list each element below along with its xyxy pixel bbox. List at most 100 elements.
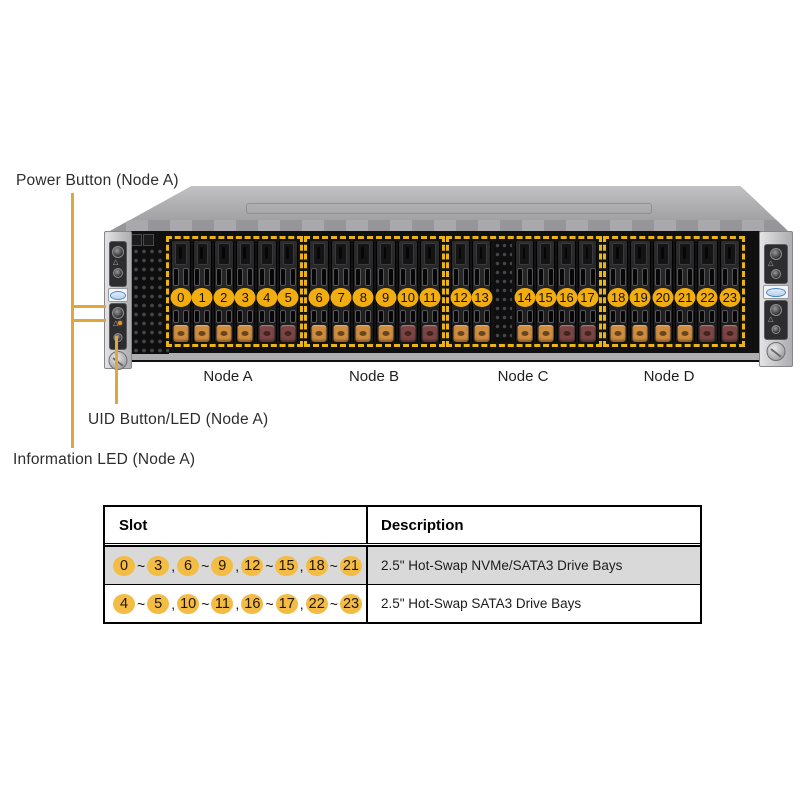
drive-bay-lightpipes [333, 268, 350, 286]
drive-bay-lightpipes [377, 310, 394, 323]
warning-triangle-icon: △ [768, 316, 774, 323]
drive-bay-handle [634, 243, 647, 265]
comma-separator: , [235, 557, 240, 574]
slot-number-badge: 12 [241, 555, 264, 576]
comma-separator: , [235, 595, 240, 612]
comma-separator: , [171, 557, 176, 574]
drive-bay-handle [678, 243, 692, 265]
latch-release-mark [659, 331, 667, 336]
drive-bay-4: 4 [256, 241, 278, 342]
latch-release-mark [263, 331, 271, 336]
drive-bay-handle [519, 243, 530, 265]
slot-number-badge: 3 [147, 555, 170, 576]
latch-release-mark [382, 331, 390, 336]
drive-bay-lightpipes [610, 310, 627, 323]
slot-number-badge: 16 [241, 593, 264, 614]
drive-bay-lightpipes [537, 310, 554, 323]
drive-bay-2: 2 [213, 241, 235, 342]
drive-bay-lightpipes [516, 310, 533, 323]
table-row-nvme-bays: 0~3,6~9,12~15,18~21 2.5" Hot-Swap NVMe/S… [105, 547, 700, 584]
callout-label-information-led: Information LED (Node A) [13, 451, 196, 468]
chassis-top-panel [110, 186, 788, 231]
drive-bay-handle [261, 243, 273, 265]
right-panel-bottom-section: △ [764, 300, 788, 340]
drive-bay-lightpipes [452, 310, 469, 323]
latch-release-mark [315, 331, 323, 336]
drive-bay-lightpipes [355, 268, 372, 286]
thumbscrew [766, 342, 786, 361]
bay-number-badge: 11 [419, 288, 441, 307]
drive-bay-lightpipes [558, 310, 575, 323]
slot-number-badge: 11 [211, 593, 234, 614]
slot-number-badge: 23 [339, 593, 363, 614]
tilde-separator: ~ [265, 595, 274, 612]
callout-line-power-branch [71, 305, 106, 308]
drive-bay-lightpipes [172, 310, 189, 323]
slot-number-badge: 4 [113, 593, 135, 614]
drive-bay-latch-orange [610, 325, 626, 342]
drive-bay-lightpipes [721, 310, 738, 323]
drive-bay-7: 7 [330, 241, 352, 342]
tilde-separator: ~ [137, 595, 146, 612]
drive-bay-handle [175, 243, 187, 265]
drive-bay-lightpipes [258, 268, 275, 286]
callout-line-info-branch [71, 319, 106, 322]
callout-line-uid-vertical [115, 336, 118, 404]
drive-bay-lightpipes [258, 310, 275, 323]
drive-bay-latch-orange [355, 325, 371, 342]
latch-release-mark [521, 331, 528, 336]
drive-bay-lightpipes [311, 310, 328, 323]
drive-bay-latch-orange [655, 325, 671, 342]
drive-bay-1: 1 [191, 241, 213, 342]
comma-separator: , [299, 557, 304, 574]
drive-bay-handle [455, 243, 466, 265]
drive-bay-lightpipes [721, 268, 738, 286]
drive-bay-lightpipes [399, 310, 416, 323]
slot-list-sata: 4~5,10~11,16~17,22~23 [105, 585, 368, 622]
bay-number-badge: 16 [556, 288, 577, 307]
drive-bay-handle [612, 243, 625, 265]
tilde-separator: ~ [329, 557, 338, 574]
drive-bay-lightpipes [632, 310, 649, 323]
drive-bay-18: 18 [607, 241, 629, 342]
uid-button-led [113, 333, 123, 342]
drive-bay-lightpipes [237, 310, 254, 323]
drive-bay-lightpipes [280, 268, 297, 286]
information-led [118, 321, 122, 325]
drive-bay-lightpipes [473, 268, 490, 286]
latch-release-mark [636, 331, 644, 336]
drive-bay-latch-orange [311, 325, 327, 342]
chassis-bottom-flange [106, 353, 790, 360]
drive-bay-handle [196, 243, 208, 265]
bay-number-badge: 14 [514, 288, 535, 307]
node-vent-grille [494, 241, 512, 342]
slot-description-table: Slot Description 0~3,6~9,12~15,18~21 2.5… [103, 505, 702, 624]
comma-separator: , [171, 595, 176, 612]
bay-number-badge: 21 [674, 288, 696, 307]
warning-triangle-icon: △ [113, 259, 119, 266]
drive-bay-handle [239, 243, 251, 265]
drive-bay-8: 8 [352, 241, 374, 342]
drive-bay-latch-maroon [722, 325, 738, 342]
drive-bay-latch-orange [333, 325, 349, 342]
front-vent-square [143, 234, 154, 246]
latch-release-mark [726, 331, 734, 336]
drive-bay-22: 22 [696, 241, 718, 342]
drive-bay-lightpipes [473, 310, 490, 323]
drive-bay-lightpipes [677, 268, 694, 286]
latch-release-mark [220, 331, 228, 336]
supermicro-logo-oval [109, 290, 127, 300]
latch-release-mark [359, 331, 367, 336]
drive-bay-handle [357, 243, 370, 265]
callout-label-uid-button-led: UID Button/LED (Node A) [88, 411, 269, 428]
callout-label-power-button: Power Button (Node A) [16, 172, 179, 189]
drive-bay-handle [701, 243, 714, 265]
bay-number-badge: 7 [330, 288, 352, 307]
drive-bay-11: 11 [419, 241, 441, 342]
drive-bay-lightpipes [172, 268, 189, 286]
drive-bay-latch-orange [453, 325, 468, 342]
thumbscrew [108, 351, 128, 370]
drive-bay-handle [540, 243, 551, 265]
right-control-panel: △ △ [759, 231, 793, 367]
drive-bay-lightpipes [194, 268, 211, 286]
